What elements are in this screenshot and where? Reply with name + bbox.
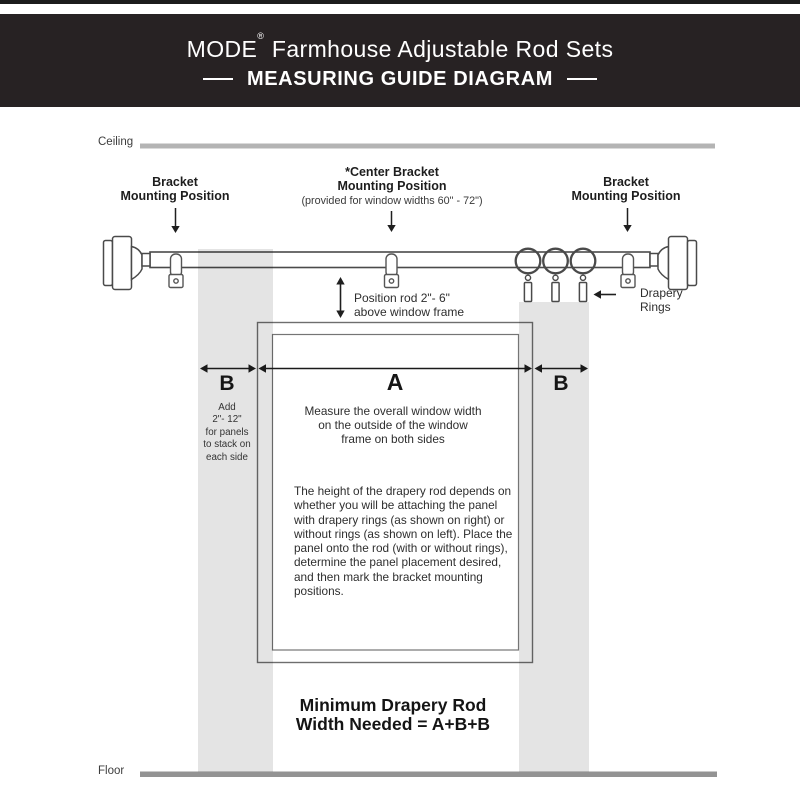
- drapery-rings-arrow-icon: [593, 290, 616, 299]
- subtitle-dash-left: [202, 77, 233, 81]
- drapery-ring-icon: [569, 247, 597, 303]
- drapery-rings-label: Drapery Rings: [640, 286, 683, 314]
- instruction-paragraph: The height of the drapery rod depends on…: [294, 484, 513, 599]
- window-frame-outer: [256, 321, 534, 664]
- bracket-strap: [169, 253, 183, 278]
- rod-height-arrow-icon: [336, 277, 345, 318]
- curtain-panel-left: [198, 249, 273, 772]
- measure-b-left-arrow-icon: [200, 364, 256, 373]
- measure-a-label: A: [386, 369, 404, 395]
- drapery-rings: [514, 247, 597, 303]
- brand-name: MODE: [186, 35, 258, 62]
- finial-right-body: [667, 235, 689, 291]
- banner-title-rest: Farmhouse Adjustable Rod Sets: [271, 35, 614, 62]
- finial-left-cup: [130, 245, 143, 281]
- finial-right-cap: [686, 239, 698, 287]
- bracket-right-arrow-icon: [623, 208, 632, 232]
- bracket-center-icon: [383, 253, 400, 289]
- title-banner: MODE® Farmhouse Adjustable Rod Sets MEASU…: [0, 14, 800, 107]
- bracket-right-icon: [620, 253, 636, 289]
- measure-b-right-label: B: [553, 372, 569, 395]
- bracket-strap: [385, 253, 398, 278]
- bracket-left-icon: [168, 253, 184, 289]
- finial-left-icon: [102, 235, 151, 291]
- banner-subtitle: MEASURING GUIDE DIAGRAM: [246, 67, 554, 90]
- banner-subtitle-row: MEASURING GUIDE DIAGRAM: [202, 67, 598, 91]
- banner-title: MODE® Farmhouse Adjustable Rod Sets: [187, 31, 614, 63]
- bracket-screw-hole: [173, 278, 179, 284]
- ceiling-bar: [140, 143, 715, 149]
- bracket-screw-hole: [388, 278, 395, 284]
- finial-left-neck: [141, 252, 151, 267]
- rod-position-note: Position rod 2"- 6" above window frame: [354, 291, 465, 319]
- bracket-left-label: Bracket Mounting Position: [120, 175, 230, 203]
- finial-left-cap: [102, 239, 114, 287]
- drapery-ring-icon: [514, 247, 542, 303]
- curtain-panel-right: [519, 302, 589, 772]
- finial-left-body: [111, 235, 133, 291]
- drapery-ring-icon: [542, 247, 569, 303]
- finial-right-icon: [649, 235, 698, 291]
- bracket-right-label: Bracket Mounting Position: [571, 175, 681, 203]
- bracket-left-arrow-icon: [171, 208, 180, 233]
- b-measure-note: Add 2"- 12" for panels to stack on each …: [203, 402, 251, 463]
- center-bracket-label: *Center Bracket Mounting Position: [337, 165, 447, 193]
- window-frame-inner: [271, 333, 520, 651]
- a-measure-note: Measure the overall window width on the …: [304, 404, 482, 446]
- ceiling-label: Ceiling: [98, 136, 134, 148]
- subtitle-dash-right: [567, 77, 598, 81]
- measure-b-right-arrow-icon: [534, 364, 588, 373]
- bracket-screw-hole: [625, 278, 631, 284]
- min-width-formula: Minimum Drapery Rod Width Needed = A+B+B: [295, 695, 491, 734]
- measure-b-left-label: B: [219, 372, 235, 395]
- finial-right-neck: [649, 252, 659, 267]
- top-rule: [0, 0, 800, 4]
- measure-a-arrow-icon: [258, 364, 532, 373]
- registered-mark: ®: [257, 30, 264, 41]
- floor-label: Floor: [98, 765, 125, 777]
- floor-bar: [140, 771, 717, 777]
- bracket-strap: [621, 253, 635, 278]
- center-bracket-note: (provided for window widths 60" - 72"): [301, 195, 483, 207]
- finial-right-cup: [657, 245, 670, 281]
- window-frame: [256, 321, 534, 664]
- bracket-center-arrow-icon: [387, 211, 396, 232]
